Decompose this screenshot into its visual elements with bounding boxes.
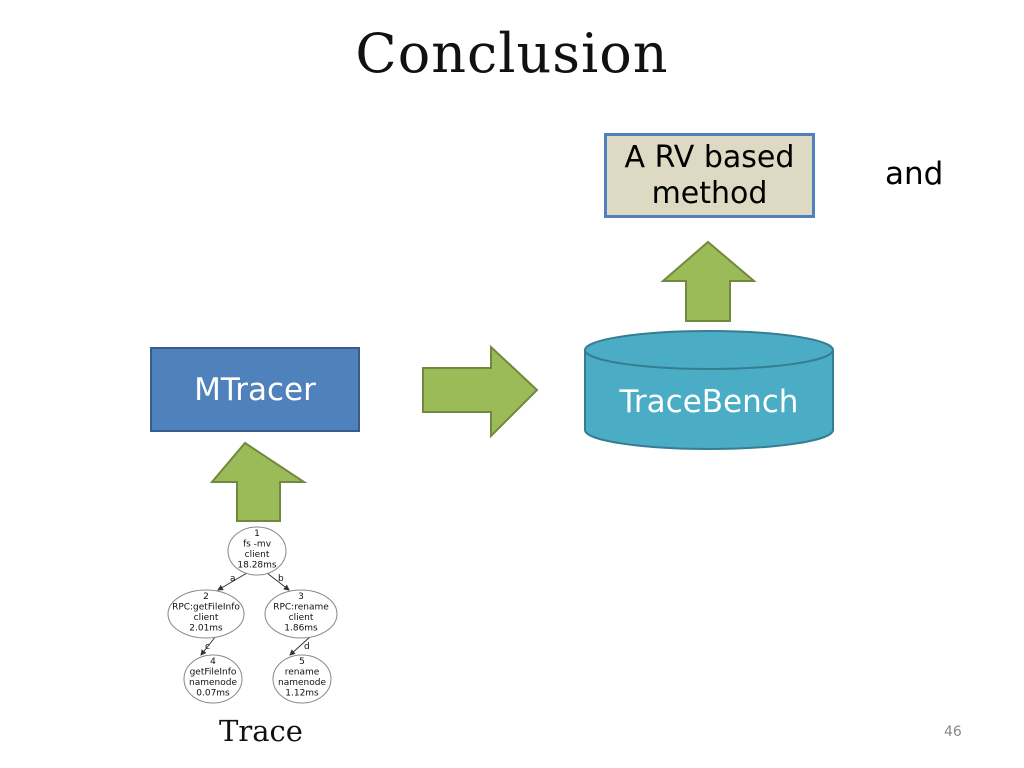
trace-node-text: client — [289, 613, 314, 623]
tracebench-cylinder: TraceBench — [584, 330, 834, 450]
mtracer-box: MTracer — [150, 347, 360, 432]
trace-edge-label: c — [205, 642, 210, 652]
right-arrow-to-tracebench — [422, 344, 539, 439]
trace-node-text: 1.86ms — [284, 624, 318, 634]
trace-node-text: client — [194, 613, 219, 623]
trace-node-text: 1 — [254, 529, 260, 539]
trace-node-text: 18.28ms — [237, 561, 277, 571]
trace-node-text: namenode — [189, 678, 237, 688]
rv-method-line2: method — [651, 175, 768, 211]
trace-edge-d — [289, 635, 312, 656]
trace-node-text: rename — [285, 668, 320, 678]
trace-node-text: namenode — [278, 678, 326, 688]
rv-method-line1: A RV based — [624, 139, 795, 175]
rv-method-box: A RV based method — [604, 133, 815, 218]
up-arrow-to-rv-method — [660, 240, 757, 322]
up-arrow-to-mtracer — [209, 441, 308, 522]
trace-edge-b — [266, 572, 290, 591]
and-text: and — [885, 156, 944, 192]
trace-node-text: client — [245, 550, 270, 560]
trace-edge-a — [217, 572, 248, 591]
trace-node-text: 3 — [298, 592, 304, 602]
trace-node-text: 2.01ms — [189, 624, 223, 634]
trace-node-text: 5 — [299, 657, 305, 667]
trace-node-text: 1.12ms — [285, 689, 319, 699]
trace-label: Trace — [219, 714, 303, 748]
slide-title: Conclusion — [355, 22, 669, 85]
trace-node-text: 2 — [203, 592, 209, 602]
trace-edge-label: d — [304, 642, 310, 652]
trace-node-text: RPC:getFileInfo — [172, 603, 240, 613]
trace-node-text: 4 — [210, 657, 216, 667]
trace-edge-c — [200, 635, 217, 656]
trace-node-text: fs -mv — [243, 540, 272, 550]
trace-node-text: RPC:rename — [273, 603, 329, 613]
trace-node-text: getFileInfo — [190, 668, 237, 678]
slide-number: 46 — [944, 724, 962, 740]
trace-edge-label: a — [230, 574, 236, 584]
trace-node-text: 0.07ms — [196, 689, 230, 699]
tracebench-label: TraceBench — [619, 384, 799, 420]
trace-edge-label: b — [278, 574, 284, 584]
